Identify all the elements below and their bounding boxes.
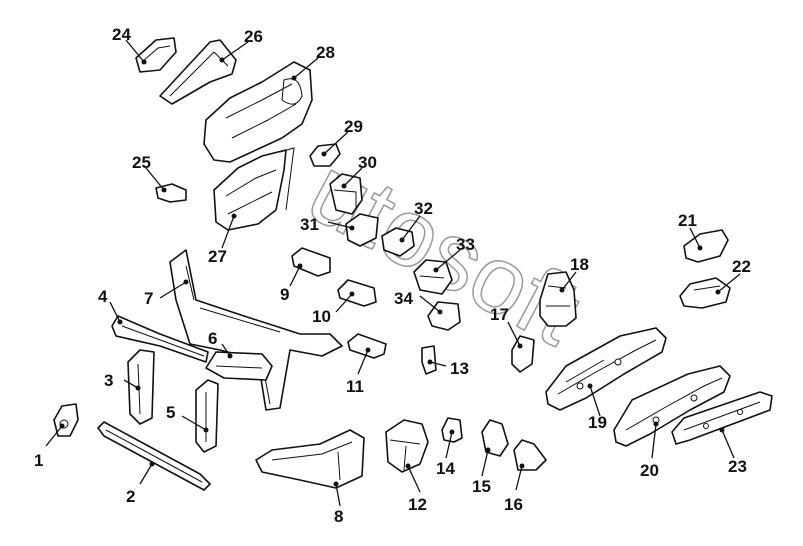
svg-text:utosoft: utosoft bbox=[292, 136, 597, 366]
part-8 bbox=[255, 429, 365, 489]
callout-21: 21 bbox=[678, 211, 697, 230]
callout-4: 4 bbox=[98, 287, 108, 306]
callout-10: 10 bbox=[312, 307, 331, 326]
callout-17: 17 bbox=[490, 305, 509, 324]
callout-28: 28 bbox=[316, 43, 335, 62]
part-5 bbox=[195, 379, 219, 453]
part-6 bbox=[205, 351, 273, 381]
part-17 bbox=[511, 335, 535, 373]
callout-33: 33 bbox=[456, 235, 475, 254]
part-10 bbox=[337, 279, 377, 307]
callout-34: 34 bbox=[394, 289, 413, 308]
part-33 bbox=[413, 259, 453, 295]
part-26 bbox=[159, 39, 237, 105]
callout-11: 11 bbox=[346, 377, 364, 396]
callout-8: 8 bbox=[334, 507, 343, 526]
callout-25: 25 bbox=[132, 153, 151, 172]
callout-1: 1 bbox=[34, 451, 43, 470]
part-31 bbox=[345, 213, 379, 247]
callout-24: 24 bbox=[112, 25, 131, 44]
callout-5: 5 bbox=[166, 403, 175, 422]
callout-22: 22 bbox=[732, 257, 751, 276]
part-19 bbox=[545, 327, 667, 411]
callout-15: 15 bbox=[472, 477, 491, 496]
callout-12: 12 bbox=[408, 495, 427, 514]
part-22 bbox=[679, 277, 731, 309]
part-16 bbox=[513, 439, 547, 471]
part-2 bbox=[97, 421, 211, 491]
callout-16: 16 bbox=[504, 495, 523, 514]
callout-7: 7 bbox=[144, 289, 153, 308]
callout-26: 26 bbox=[244, 27, 263, 46]
part-7 bbox=[169, 249, 343, 411]
callout-19: 19 bbox=[588, 413, 607, 432]
part-28 bbox=[203, 61, 313, 163]
part-21 bbox=[683, 229, 729, 263]
callout-32: 32 bbox=[414, 199, 433, 218]
part-12 bbox=[385, 419, 429, 473]
part-30 bbox=[329, 173, 363, 215]
callout-3: 3 bbox=[104, 371, 113, 390]
callout-labels: 1 2 3 4 5 6 7 8 9 10 11 12 13 14 15 16 1… bbox=[34, 25, 751, 526]
callout-29: 29 bbox=[344, 117, 363, 136]
callout-31: 31 bbox=[300, 215, 319, 234]
part-11 bbox=[347, 333, 387, 359]
watermark-logo: utosoft bbox=[291, 135, 597, 366]
part-18 bbox=[539, 271, 577, 327]
callout-20: 20 bbox=[640, 461, 659, 480]
callout-13: 13 bbox=[450, 359, 469, 378]
part-15 bbox=[481, 419, 509, 457]
callout-6: 6 bbox=[208, 329, 217, 348]
part-20 bbox=[613, 365, 731, 447]
callout-23: 23 bbox=[728, 457, 747, 476]
part-3 bbox=[127, 349, 155, 425]
part-27 bbox=[213, 147, 295, 231]
part-23 bbox=[671, 391, 773, 445]
part-24 bbox=[135, 37, 177, 73]
leader-lines bbox=[45, 39, 741, 507]
callout-27: 27 bbox=[208, 247, 227, 266]
callout-2: 2 bbox=[126, 487, 135, 506]
callout-14: 14 bbox=[436, 459, 455, 478]
part-4 bbox=[111, 315, 209, 363]
callout-18: 18 bbox=[570, 255, 589, 274]
callout-30: 30 bbox=[358, 153, 377, 172]
part-9 bbox=[291, 247, 331, 277]
callout-9: 9 bbox=[280, 285, 289, 304]
